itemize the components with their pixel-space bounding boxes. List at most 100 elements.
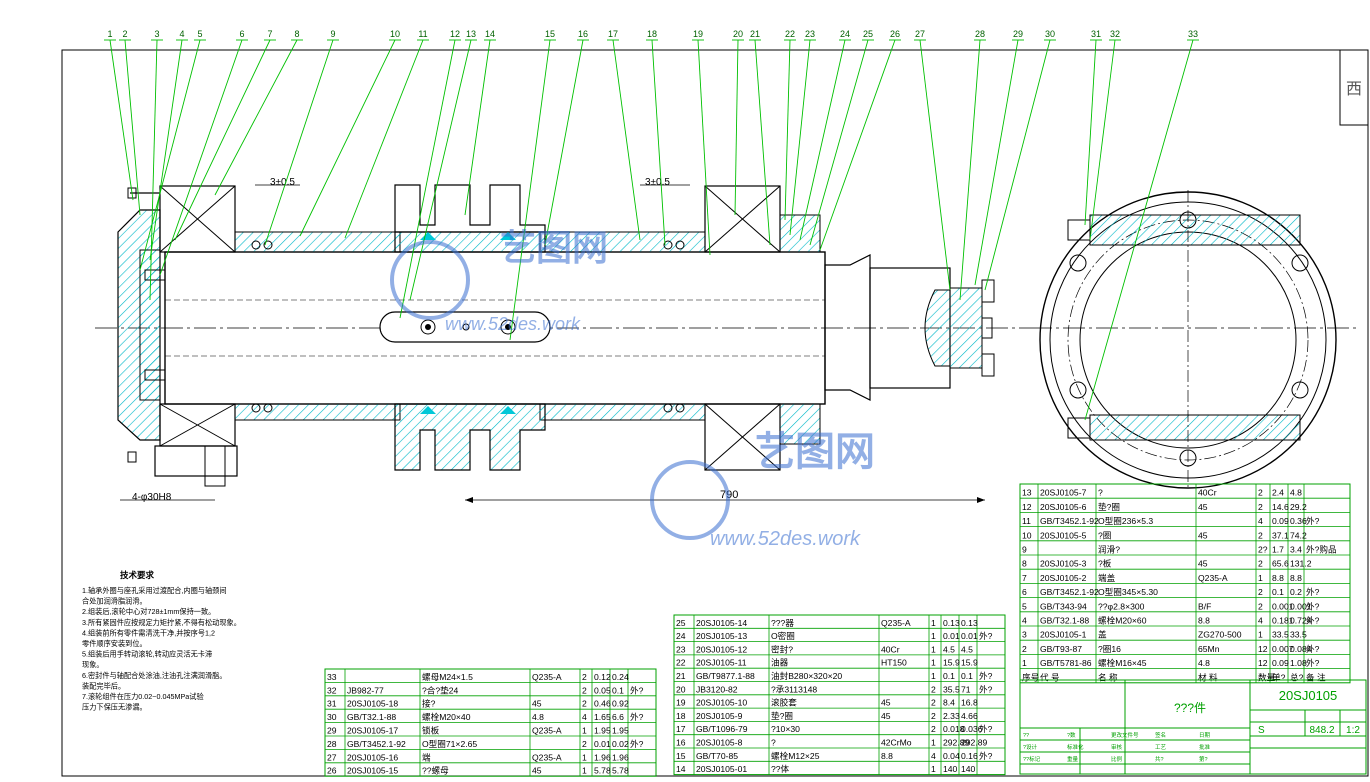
- title-scale: 1:2: [1346, 725, 1360, 736]
- bom-cell: 数量: [1258, 671, 1276, 682]
- bom-cell: 外?: [630, 711, 644, 722]
- bom-cell: 8: [1022, 559, 1027, 569]
- dimensions: 3±0.5 3±0.5 4-φ30H8 790: [120, 177, 985, 503]
- bom-cell: 20SJ0105-17: [347, 726, 398, 736]
- bom-cell: 0.001: [1272, 601, 1294, 611]
- balloon-12: 12: [450, 29, 460, 39]
- bom-cell: GB/T93-87: [1040, 644, 1082, 654]
- bom-cell: 8.8: [881, 751, 893, 761]
- bom-cell: 2: [582, 699, 587, 709]
- bom-cell: 1.95: [612, 726, 629, 736]
- bom-cell: ?10×30: [771, 724, 800, 734]
- dim-gap-left: 3±0.5: [270, 177, 295, 188]
- balloon-28: 28: [975, 29, 985, 39]
- bom-cell: 12: [1258, 644, 1268, 654]
- bom-cell: 4.5: [961, 644, 973, 654]
- bom-cell: 4.5: [943, 644, 955, 654]
- bom-cell: 2: [1022, 644, 1027, 654]
- bom-cell: 1: [931, 764, 936, 774]
- bom-cell: 31: [327, 699, 337, 709]
- bom-cell: 20SJ0105-14: [696, 618, 747, 628]
- bom-cell: ?板: [1098, 558, 1112, 569]
- bom-cell: ??φ2.8×300: [1098, 601, 1145, 611]
- bom-cell: 1: [931, 618, 936, 628]
- bom-cell: 滚胶套: [771, 697, 797, 708]
- technical-notes: 技术要求 1.轴承外圈与座孔采用过渡配合,内圈与轴颈间 合处加润滑脂润滑。2.组…: [82, 570, 241, 712]
- bom-cell: 16.8: [961, 698, 978, 708]
- bom-cell: 8.8: [1272, 573, 1284, 583]
- bom-cell: 7: [1022, 573, 1027, 583]
- bom-cell: GB/T32.1-88: [1040, 616, 1089, 626]
- title-small-label: 审核: [1111, 743, 1123, 751]
- balloon-22: 22: [785, 29, 795, 39]
- balloon-24: 24: [840, 29, 850, 39]
- bom-cell: 序号: [1022, 671, 1039, 682]
- bom-cell: 5.78: [594, 766, 611, 776]
- bom-cell: 20SJ0105-01: [696, 764, 747, 774]
- bom-cell: 8.8: [1198, 616, 1210, 626]
- bom-cell: Q235-A: [532, 752, 562, 762]
- bom-cell: 45: [532, 766, 542, 776]
- balloon-13: 13: [466, 29, 476, 39]
- dim-gap-right: 3±0.5: [645, 177, 670, 188]
- balloon-30: 30: [1045, 29, 1055, 39]
- bom-cell: 0.13: [943, 618, 960, 628]
- bom-cell: GB/T5781-86: [1040, 658, 1092, 668]
- bom-cell: 42CrMo: [881, 738, 912, 748]
- bom-cell: 35.5: [943, 684, 960, 694]
- bom-cell: 21: [676, 671, 686, 681]
- bom-cell: 1.65: [594, 712, 611, 722]
- bom-cell: 1: [1022, 658, 1027, 668]
- drawing-frame: [61, 49, 1369, 777]
- title-small-label: 工艺: [1155, 744, 1167, 751]
- bom-cell: 28: [327, 739, 337, 749]
- bom-cell: 140: [943, 764, 958, 774]
- bom-cell: 0.001: [1290, 601, 1312, 611]
- bom-cell: 名 称: [1098, 671, 1118, 682]
- bom-cell: 20SJ0105-1: [1040, 630, 1087, 640]
- bom-cell: 14.6: [1272, 502, 1289, 512]
- bom-cell: ?: [771, 738, 776, 748]
- bom-cell: 材 料: [1198, 671, 1218, 682]
- bom-cell: 20SJ0105-5: [1040, 530, 1087, 540]
- bom-cell: 润滑?: [1098, 544, 1120, 555]
- bom-cell: 0.01: [961, 631, 978, 641]
- bom-cell: 2?: [1258, 545, 1268, 555]
- title-small-label: ??标记: [1023, 755, 1041, 763]
- bom-cell: 45: [881, 711, 891, 721]
- lock-bar-bottom: [1089, 414, 1301, 441]
- note-line: 1.轴承外圈与座孔采用过渡配合,内圈与轴颈间: [82, 586, 227, 595]
- balloon-25: 25: [863, 29, 873, 39]
- bom-cell: 备 注: [1306, 671, 1326, 682]
- bom-cell: 29.2: [1290, 502, 1307, 512]
- bom-cell: 3.4: [1290, 545, 1302, 555]
- bom-cell: 15.9: [961, 658, 978, 668]
- lock-plate: [949, 287, 983, 369]
- bom-cell: 20SJ0105-13: [696, 631, 747, 641]
- bom-cell: 0.09: [1272, 516, 1289, 526]
- balloon-2: 2: [122, 29, 127, 39]
- bom-cell: 外?: [979, 750, 993, 761]
- bom-cell: 0.24: [612, 672, 629, 682]
- bom-cell: 0.92: [612, 699, 629, 709]
- bom-cell: 外?: [979, 723, 993, 734]
- title-small-label: ??: [1023, 733, 1029, 739]
- bom-cell: 1.08: [1290, 658, 1307, 668]
- balloon-17: 17: [608, 29, 618, 39]
- upper-sleeve-left: [234, 231, 401, 253]
- bom-cell: ?圈: [1098, 530, 1111, 540]
- note-line: 3.所有紧固件应按规定力矩拧紧,不得有松动现象。: [82, 618, 241, 627]
- bom-cell: 8.4: [943, 698, 955, 708]
- bom-cell: 12: [1022, 502, 1032, 512]
- balloon-18: 18: [647, 29, 657, 39]
- balloon-23: 23: [805, 29, 815, 39]
- bom-cell: 20SJ0105-8: [696, 738, 743, 748]
- bom-cell: 2: [931, 698, 936, 708]
- bom-cell: 45: [1198, 559, 1208, 569]
- bom-cell: 螺栓M20×60: [1098, 615, 1147, 626]
- note-line: 5.组装后用手转动滚轮,转动应灵活无卡滞: [82, 650, 212, 659]
- bom-cell: 1: [931, 658, 936, 668]
- bom-cell: 1: [582, 766, 587, 776]
- bom-cell: 40Cr: [1198, 488, 1217, 498]
- balloon-19: 19: [693, 29, 703, 39]
